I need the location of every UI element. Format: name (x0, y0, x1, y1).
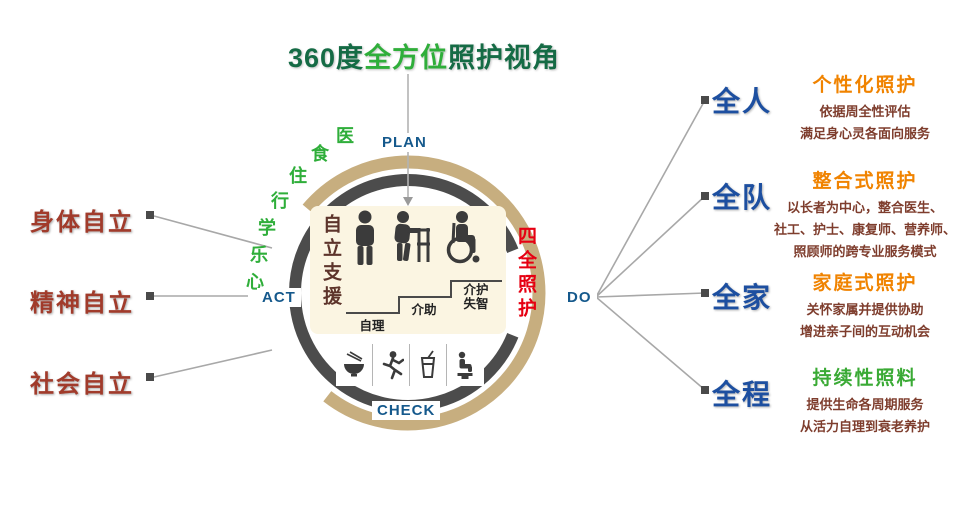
step-riser (450, 280, 452, 298)
person-in-wheelchair-icon (446, 211, 480, 264)
bullet-square (701, 96, 709, 104)
care-stage-steps: 自理 介助 介护失智 (346, 280, 504, 334)
connector-line-body (153, 215, 273, 249)
bullet-square (701, 386, 709, 394)
bullet-square (146, 211, 154, 219)
group-line: 增进亲子间的互动机会 (799, 324, 930, 339)
stage-nursing-dementia: 介护失智 (450, 280, 502, 311)
aspect-learning: 学 (258, 218, 276, 238)
pdca-check-label: CHECK (372, 401, 441, 420)
step-riser (398, 296, 400, 314)
independence-support-label: 自立支援 (320, 214, 341, 310)
title-highlight: 全方位 (364, 43, 449, 73)
bullet-square (146, 373, 154, 381)
pdca-outer-arc (302, 155, 546, 431)
pdca-act-label: ACT (257, 288, 301, 307)
bullet-square (701, 192, 709, 200)
center-panel: 自立支援 (310, 206, 506, 334)
care-stage-area: 自理 介助 介护失智 (346, 206, 506, 334)
running-icon (373, 344, 410, 386)
connector-line-process (595, 296, 706, 391)
stage-self-care: 自理 (346, 312, 398, 334)
four-whole-care-label: 四全照护 (515, 226, 536, 322)
connector-line-team (595, 195, 706, 298)
group-heading: 家庭式照护 (812, 273, 918, 294)
group-line: 照顾师的跨专业服务模式 (793, 244, 937, 259)
group-detail-whole-process: 持续性照料 提供生命各周期服务 从活力自理到衰老养护 (760, 363, 970, 438)
daily-activity-icons (336, 344, 484, 386)
group-label-whole-process: 全程 (712, 379, 773, 410)
stage-assisted: 介助 (398, 296, 450, 318)
group-line: 以长者为中心，整合医生、 (786, 200, 943, 215)
care-stage-figures (348, 210, 484, 266)
label-mental-independence: 精神自立 (30, 290, 134, 317)
pdca-do-label: DO (562, 288, 597, 307)
connector-line-social (153, 349, 273, 378)
aspect-food: 食 (311, 144, 329, 164)
bullet-square (146, 292, 154, 300)
group-label-whole-team: 全队 (712, 182, 773, 213)
group-label-whole-person: 全人 (712, 86, 773, 117)
group-heading: 个性化照护 (812, 75, 918, 96)
group-detail-whole-person: 个性化照护 依据周全性评估 满足身心灵各面向服务 (760, 70, 970, 145)
aspect-medical: 医 (336, 126, 354, 146)
bullet-square (701, 289, 709, 297)
group-line: 满足身心灵各面向服务 (799, 126, 930, 141)
pdca-plan-label: PLAN (377, 133, 432, 152)
group-line: 关怀家属并提供协助 (806, 302, 924, 317)
connector-line-person (595, 99, 706, 298)
title-suffix: 照护视角 (448, 43, 561, 73)
group-heading: 持续性照料 (812, 368, 918, 389)
page-title: 360度全方位照护视角 (288, 36, 560, 75)
aspect-mobility: 行 (271, 191, 289, 211)
group-line: 提供生命各周期服务 (806, 397, 924, 412)
title-prefix: 360度 (288, 43, 365, 73)
toilet-icon (447, 344, 484, 386)
group-heading: 整合式照护 (812, 171, 918, 192)
drink-icon (410, 344, 447, 386)
bowl-icon (336, 344, 373, 386)
group-line: 社工、护士、康复师、营养师、 (773, 222, 956, 237)
group-line: 从活力自理到衰老养护 (799, 419, 930, 434)
label-social-independence: 社会自立 (30, 371, 134, 398)
aspect-heart: 心 (246, 272, 264, 292)
arrow-down-icon (403, 197, 413, 206)
aspect-housing: 住 (289, 166, 307, 186)
group-label-whole-family: 全家 (712, 282, 773, 313)
group-detail-whole-team: 整合式照护 以长者为中心，整合医生、 社工、护士、康复师、营养师、 照顾师的跨专… (760, 166, 970, 263)
label-physical-independence: 身体自立 (30, 209, 134, 236)
connector-line-family (595, 292, 706, 298)
person-standing-icon (356, 210, 374, 265)
group-line: 依据周全性评估 (819, 104, 911, 119)
group-detail-whole-family: 家庭式照护 关怀家属并提供协助 增进亲子间的互动机会 (760, 268, 970, 343)
person-with-walker-icon (394, 211, 430, 262)
aspect-leisure: 乐 (250, 245, 268, 265)
